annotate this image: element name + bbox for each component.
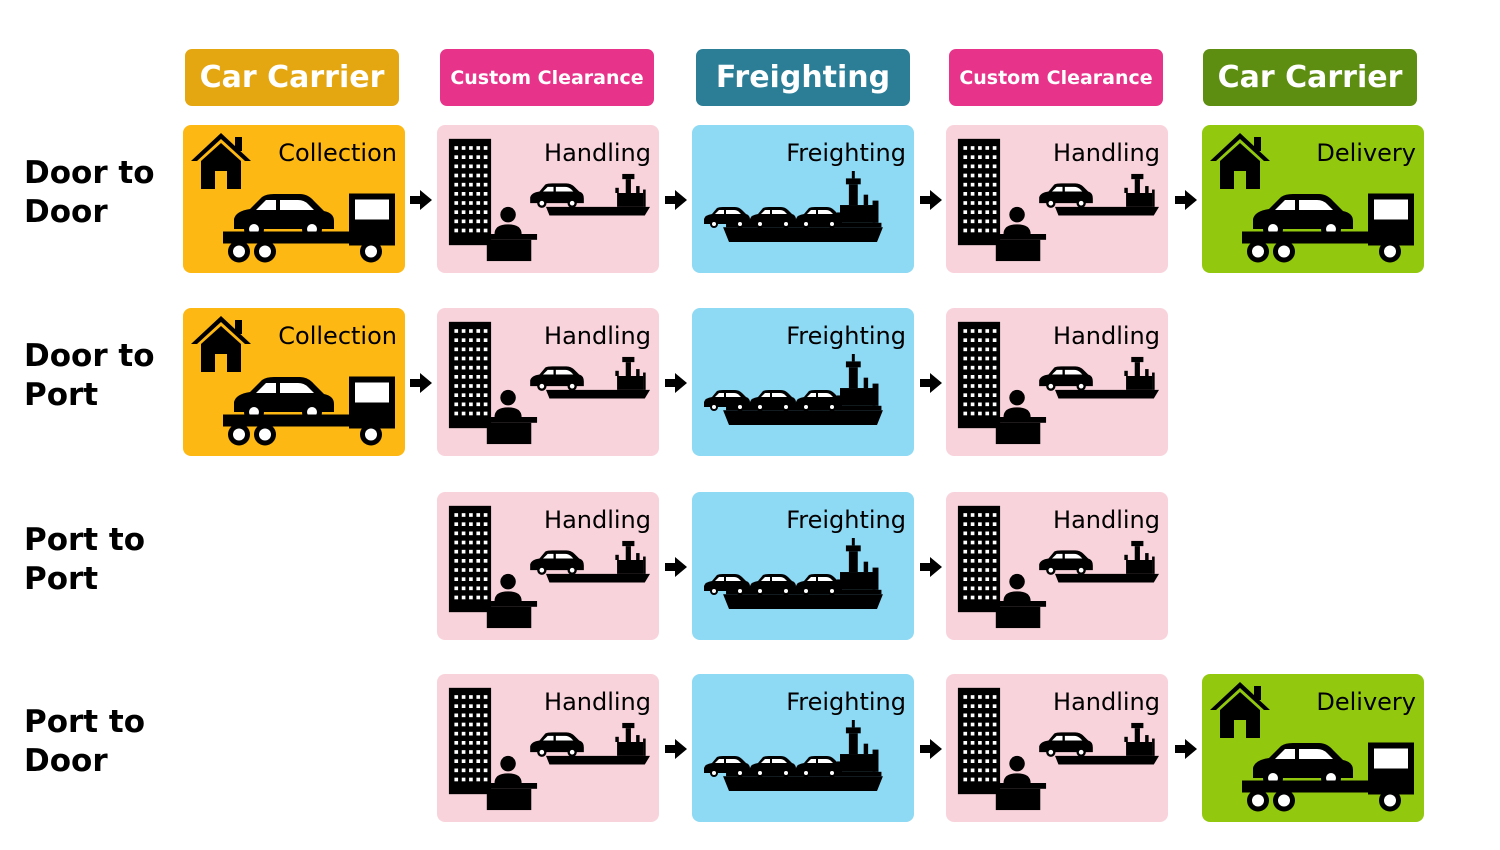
office-building-icon: [957, 138, 1001, 246]
step-label: Collection: [278, 139, 397, 167]
car-icon: [530, 550, 584, 575]
row-label-port-to-door: Port to Door: [24, 703, 174, 781]
header-custom-clearance-origin: Custom Clearance: [440, 49, 654, 106]
cargo-ship-icon: [723, 720, 883, 792]
step-card-handling: Handling: [946, 308, 1168, 456]
arrow-right-icon: [920, 739, 942, 759]
house-icon: [191, 133, 251, 189]
row-label-line2: Door: [24, 743, 108, 779]
step-label: Freighting: [786, 322, 906, 350]
step-card-freighting: Freighting: [692, 125, 914, 273]
office-building-icon: [957, 505, 1001, 613]
arrow-right-icon: [410, 190, 432, 210]
arrow-right-icon: [665, 190, 687, 210]
step-card-handling: Handling: [946, 674, 1168, 822]
arrow-right-icon: [665, 557, 687, 577]
step-card-handling: Handling: [437, 308, 659, 456]
step-card-handling: Handling: [437, 492, 659, 640]
office-building-icon: [448, 687, 492, 795]
cargo-ship-icon: [723, 538, 883, 610]
row-label-port-to-port: Port to Port: [24, 521, 174, 599]
step-card-delivery: Delivery: [1202, 674, 1424, 822]
header-custom-clearance-destination: Custom Clearance: [949, 49, 1163, 106]
arrow-right-icon: [920, 373, 942, 393]
car-icon: [1039, 183, 1093, 208]
cargo-ship-icon: [723, 171, 883, 243]
office-building-icon: [448, 505, 492, 613]
row-label-line2: Port: [24, 377, 99, 413]
car-icon: [530, 183, 584, 208]
step-card-handling: Handling: [946, 492, 1168, 640]
step-label: Handling: [1053, 139, 1160, 167]
step-card-freighting: Freighting: [692, 308, 914, 456]
step-label: Delivery: [1316, 139, 1416, 167]
arrow-right-icon: [920, 557, 942, 577]
row-label-line1: Door to: [24, 155, 155, 191]
step-card-handling: Handling: [437, 125, 659, 273]
row-label-line1: Door to: [24, 338, 155, 374]
step-card-freighting: Freighting: [692, 674, 914, 822]
step-label: Collection: [278, 322, 397, 350]
step-card-collection: Collection: [183, 308, 405, 456]
arrow-right-icon: [410, 373, 432, 393]
arrow-right-icon: [665, 373, 687, 393]
step-label: Delivery: [1316, 688, 1416, 716]
car-icon: [530, 366, 584, 391]
office-building-icon: [957, 687, 1001, 795]
step-label: Handling: [1053, 322, 1160, 350]
row-label-line2: Port: [24, 561, 99, 597]
header-car-carrier-collection: Car Carrier: [185, 49, 399, 106]
car-icon: [530, 732, 584, 757]
step-label: Handling: [544, 506, 651, 534]
step-card-handling: Handling: [437, 674, 659, 822]
office-building-icon: [957, 321, 1001, 429]
arrow-right-icon: [920, 190, 942, 210]
row-label-line1: Port to: [24, 704, 146, 740]
arrow-right-icon: [1175, 739, 1197, 759]
arrow-right-icon: [1175, 190, 1197, 210]
step-label: Handling: [544, 139, 651, 167]
house-icon: [1210, 682, 1270, 738]
cargo-ship-icon: [723, 354, 883, 426]
header-car-carrier-delivery: Car Carrier: [1203, 49, 1417, 106]
step-label: Handling: [1053, 506, 1160, 534]
house-icon: [191, 316, 251, 372]
row-label-door-to-door: Door to Door: [24, 154, 174, 232]
row-label-line1: Port to: [24, 522, 146, 558]
step-card-freighting: Freighting: [692, 492, 914, 640]
step-card-handling: Handling: [946, 125, 1168, 273]
step-label: Freighting: [786, 688, 906, 716]
row-label-door-to-port: Door to Port: [24, 337, 174, 415]
step-card-delivery: Delivery: [1202, 125, 1424, 273]
car-icon: [1039, 732, 1093, 757]
car-icon: [1039, 550, 1093, 575]
office-building-icon: [448, 321, 492, 429]
step-label: Freighting: [786, 506, 906, 534]
row-label-line2: Door: [24, 194, 108, 230]
car-icon: [1039, 366, 1093, 391]
arrow-right-icon: [665, 739, 687, 759]
house-icon: [1210, 133, 1270, 189]
step-label: Handling: [544, 322, 651, 350]
step-label: Freighting: [786, 139, 906, 167]
header-freighting: Freighting: [696, 49, 910, 106]
step-label: Handling: [544, 688, 651, 716]
office-building-icon: [448, 138, 492, 246]
step-label: Handling: [1053, 688, 1160, 716]
step-card-collection: Collection: [183, 125, 405, 273]
